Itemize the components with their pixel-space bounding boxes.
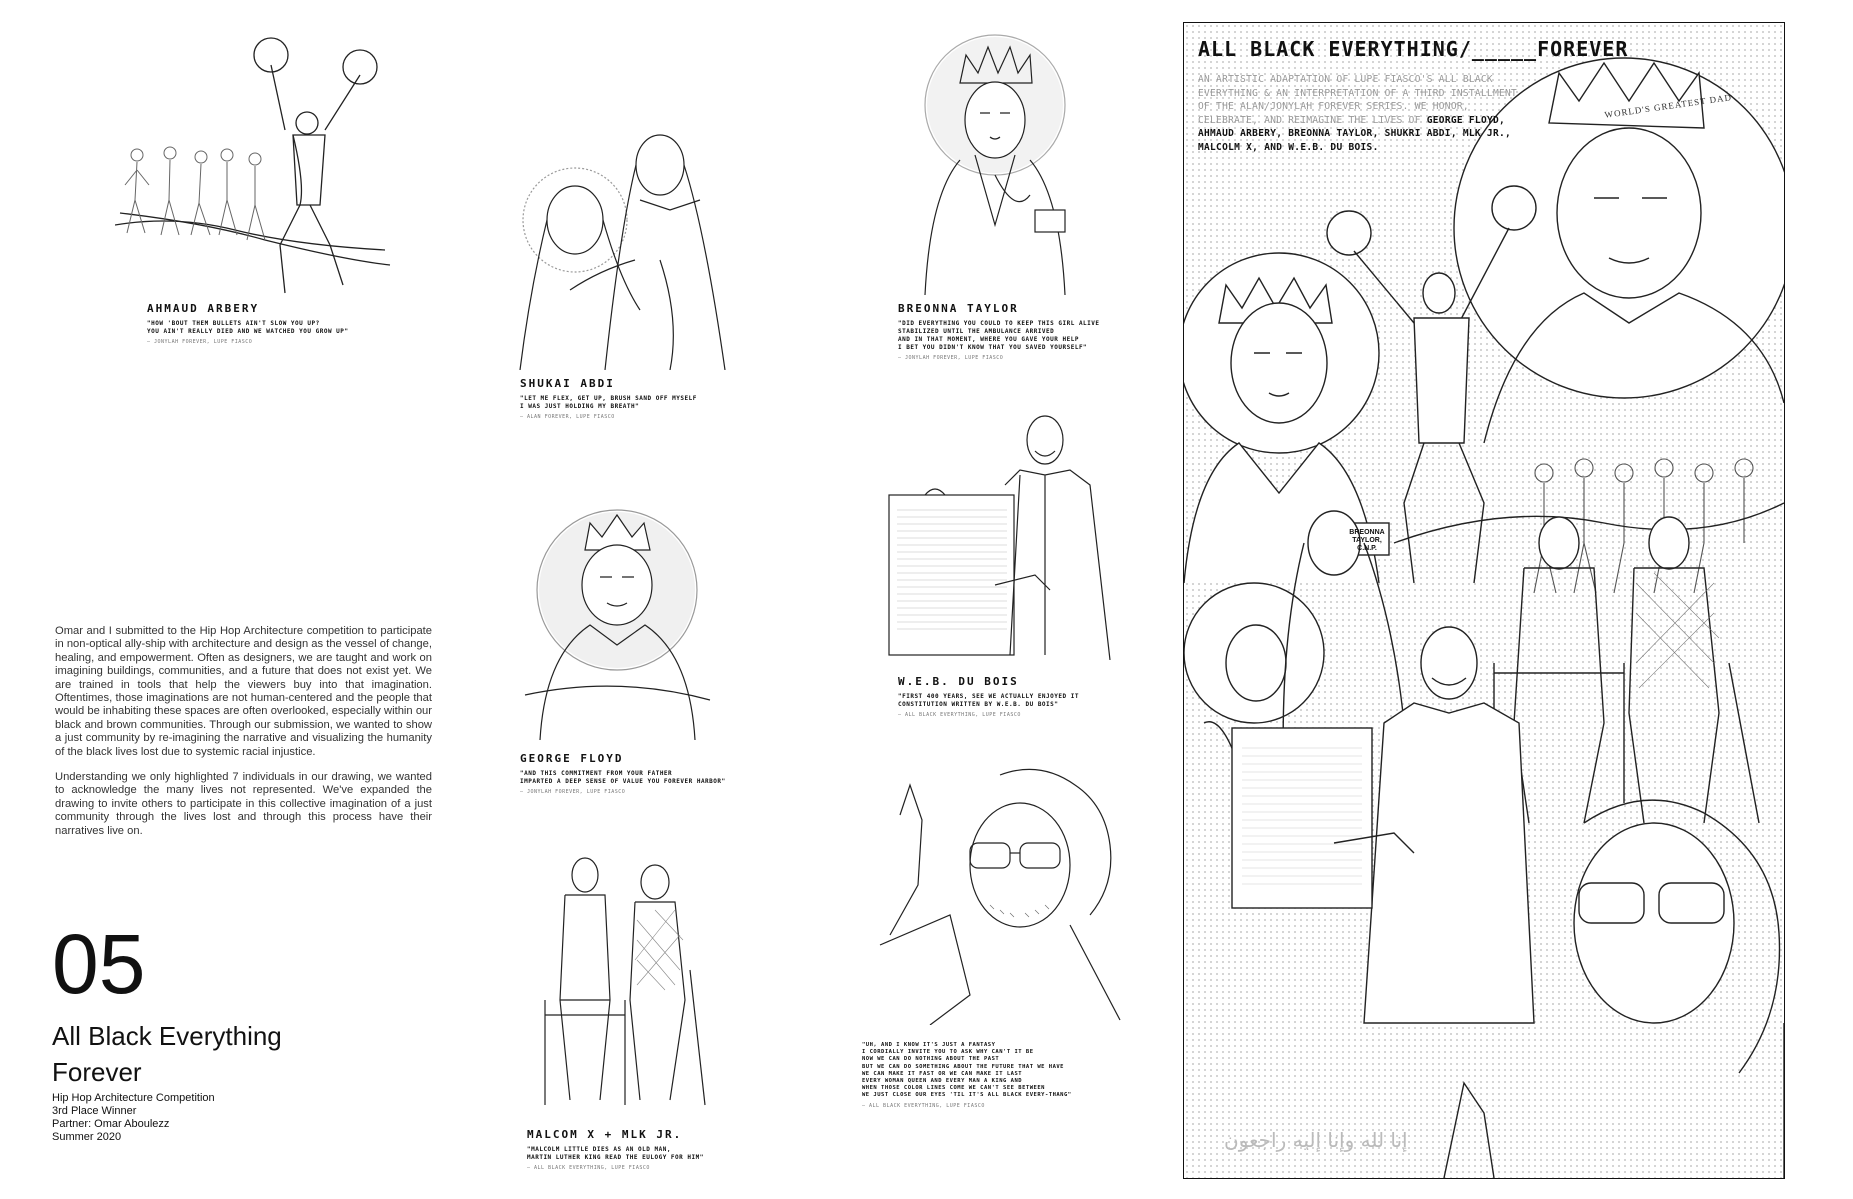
lupe-illustration xyxy=(870,765,1130,1025)
arabic-calligraphy: إنا لله وإنا إليه راجعون xyxy=(1224,1128,1408,1152)
caption-credit: — ALL BLACK EVERYTHING, LUPE FIASCO xyxy=(898,712,1021,718)
caption-abdi: SHUKAI ABDI "Let me flex, get up, brush … xyxy=(520,377,750,421)
caption-name: MALCOM X + MLK JR. xyxy=(527,1128,683,1141)
project-number: 05 xyxy=(52,917,146,1011)
caption-credit: — ALL BLACK EVERYTHING, LUPE FIASCO xyxy=(527,1165,650,1171)
caption-floyd: GEORGE FLOYD "And this commitment from y… xyxy=(520,752,750,796)
caption-malcolm-mlk: MALCOM X + MLK JR. "Malcolm Little dies … xyxy=(527,1128,757,1172)
caption-quote: "Did everything you could to keep this g… xyxy=(898,320,1100,351)
floyd-illustration xyxy=(510,495,725,740)
malcolm-mlk-illustration xyxy=(525,850,715,1110)
taylor-illustration xyxy=(900,25,1090,295)
caption-name: AHMAUD ARBERY xyxy=(147,302,260,315)
caption-quote: "Malcolm Little dies as an old man, Mart… xyxy=(527,1146,704,1161)
caption-quote: "And this commitment from your father Im… xyxy=(520,770,726,785)
essay-text: Omar and I submitted to the Hip Hop Arch… xyxy=(55,625,432,850)
abdi-illustration xyxy=(510,110,730,370)
caption-credit: — ALL BLACK EVERYTHING, LUPE FIASCO xyxy=(862,1102,985,1109)
caption-dubois: W.E.B. DU BOIS "First 400 years, see we … xyxy=(898,675,1128,719)
caption-name: BREONNA TAYLOR xyxy=(898,302,1019,315)
caption-credit: — JONYLAH FOREVER, LUPE FIASCO xyxy=(898,355,1004,361)
caption-credit: — ALAN FOREVER, LUPE FIASCO xyxy=(520,414,615,420)
dubois-illustration xyxy=(885,415,1115,660)
caption-name: W.E.B. DU BOIS xyxy=(898,675,1019,688)
caption-taylor: BREONNA TAYLOR "Did everything you could… xyxy=(898,302,1138,362)
poster-panel: ALL BLACK EVERYTHING/_____FOREVER AN ART… xyxy=(1183,22,1785,1179)
caption-name: SHUKAI ABDI xyxy=(520,377,615,390)
caption-quote: "Uh, and I know it's just a fantasy I co… xyxy=(862,1042,1072,1099)
caption-quote: "First 400 years, see we actually enjoye… xyxy=(898,693,1079,708)
caption-credit: — JONYLAH FOREVER, LUPE FIASCO xyxy=(520,789,626,795)
poster-title: ALL BLACK EVERYTHING/_____FOREVER xyxy=(1198,37,1629,61)
project-block: 05 All Black Everything Forever Hip Hop … xyxy=(52,922,432,1144)
caption-name: GEORGE FLOYD xyxy=(520,752,624,765)
project-title: All Black Everything Forever xyxy=(52,1021,282,1087)
caption-lupe: "Uh, and I know it's just a fantasy I co… xyxy=(862,1042,1112,1110)
essay-paragraph: Understanding we only highlighted 7 indi… xyxy=(55,771,432,837)
poster-description: AN ARTISTIC ADAPTATION OF LUPE FIASCO'S … xyxy=(1198,74,1518,153)
poster-illustration xyxy=(1184,57,1784,1178)
project-meta: Hip Hop Architecture Competition 3rd Pla… xyxy=(52,1092,215,1143)
arbery-illustration xyxy=(115,35,395,300)
caption-quote: "Let me flex, get up, brush sand off mys… xyxy=(520,395,697,410)
name-badge: BREONNA TAYLOR, C.N.P. xyxy=(1349,529,1385,552)
caption-credit: — JONYLAH FOREVER, LUPE FIASCO xyxy=(147,339,253,345)
essay-paragraph: Omar and I submitted to the Hip Hop Arch… xyxy=(55,625,432,758)
